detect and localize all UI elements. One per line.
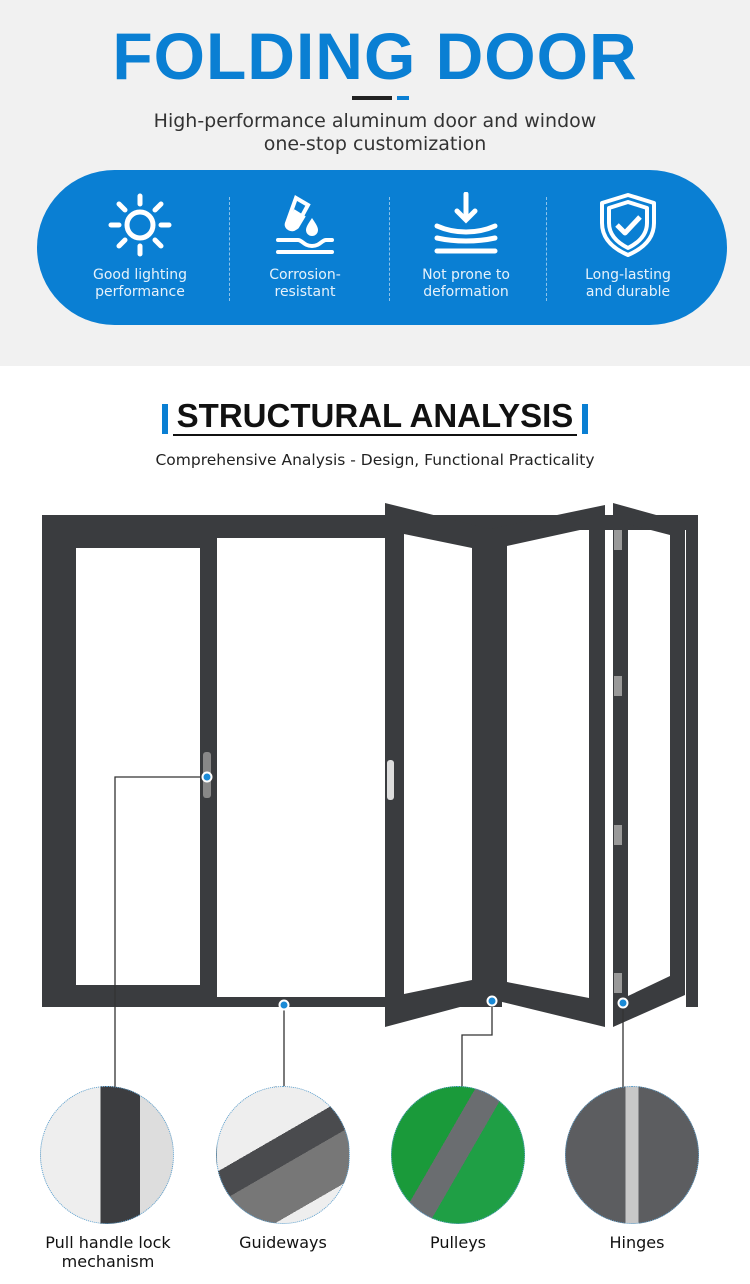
subtitle-line: High-performance aluminum door and windo… (153, 110, 597, 132)
feature-label: Corrosion- (269, 267, 341, 283)
section-subtitle: Comprehensive Analysis - Design, Functio… (155, 451, 595, 469)
divider (389, 197, 390, 301)
detail-label: Guideways (239, 1233, 327, 1252)
page-title: FOLDING DOOR (112, 19, 638, 93)
folding-door-illustration (42, 503, 698, 1090)
callout-dot (617, 997, 629, 1009)
feature-corrosion: Corrosion-resistant (225, 170, 385, 325)
shield-check-icon (600, 193, 656, 257)
feature-label: performance (95, 284, 185, 300)
subtitle-line: one-stop customization (263, 133, 487, 155)
sun-icon (108, 193, 172, 257)
title-underline-accent (397, 96, 409, 100)
detail-label: Pulleys (429, 1233, 487, 1252)
callout-dot (278, 999, 290, 1011)
door-handle (387, 760, 394, 800)
feature-label: deformation (423, 284, 509, 300)
detail-image-guideway (216, 1086, 350, 1224)
divider (229, 197, 230, 301)
callout-dot (201, 771, 213, 783)
detail-label-line: mechanism (61, 1252, 155, 1271)
heading-marker (582, 404, 588, 434)
detail-label: Hinges (609, 1233, 665, 1252)
divider (546, 197, 547, 301)
test-tube-drop-icon (276, 195, 334, 254)
callout-dot (486, 995, 498, 1007)
feature-label: Long-lasting (585, 267, 671, 283)
section-heading: STRUCTURAL ANALYSIS (172, 398, 578, 436)
detail-label-line: Pull handle lock (45, 1233, 171, 1252)
detail-image-pulley (391, 1086, 525, 1224)
pressure-arrow-icon (434, 192, 498, 254)
feature-label: and durable (585, 284, 671, 300)
title-underline (352, 96, 392, 100)
feature-label: Not prone to (422, 267, 510, 283)
heading-marker (162, 404, 168, 434)
feature-label: Good lighting (93, 267, 187, 283)
detail-image-handle (40, 1086, 174, 1224)
detail-image-hinge (565, 1086, 699, 1224)
subtitle: High-performance aluminum door and windo… (0, 110, 750, 156)
feature-label: resistant (274, 284, 336, 300)
